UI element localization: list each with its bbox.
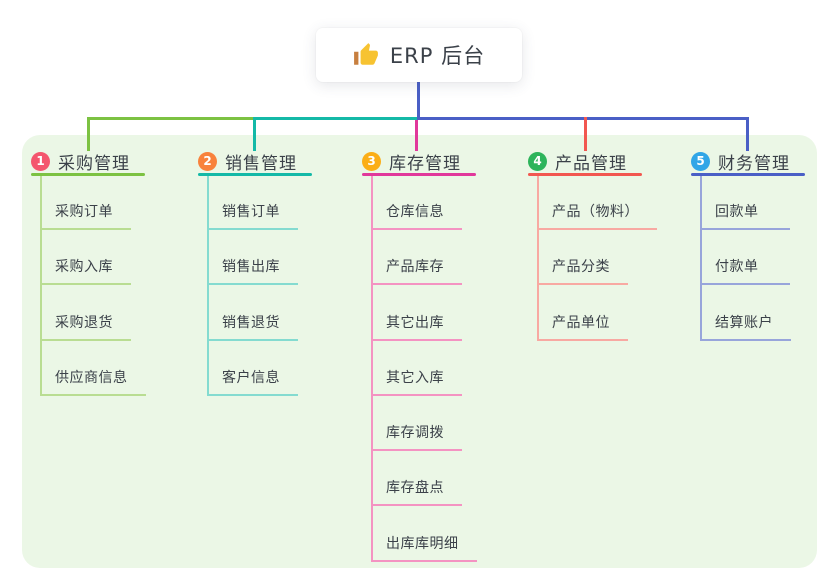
branch-label: 财务管理 <box>718 154 790 174</box>
child-node[interactable]: 结算账户 <box>700 313 791 341</box>
child-node[interactable]: 其它入库 <box>371 368 462 396</box>
branch-product: 4 产品管理 产品（物料） 产品分类 产品单位 <box>528 150 657 341</box>
child-node[interactable]: 产品单位 <box>537 313 628 341</box>
connector-drop-inventory <box>415 120 418 151</box>
branch-header-product[interactable]: 4 产品管理 <box>528 150 642 176</box>
branch-child-line <box>207 176 209 396</box>
branch-badge: 4 <box>528 152 547 171</box>
branch-underline <box>362 173 476 176</box>
child-node[interactable]: 供应商信息 <box>40 368 146 396</box>
branch-label: 产品管理 <box>555 154 627 174</box>
child-node[interactable]: 客户信息 <box>207 368 298 396</box>
child-node[interactable]: 采购订单 <box>40 202 131 230</box>
connector-drop-sales <box>253 117 256 151</box>
child-node[interactable]: 销售退货 <box>207 313 298 341</box>
branch-badge: 1 <box>31 152 50 171</box>
branch-label: 库存管理 <box>389 154 461 174</box>
branch-child-line <box>537 176 539 341</box>
root-title: ERP 后台 <box>389 44 486 68</box>
branch-child-line <box>371 176 373 562</box>
branch-underline <box>691 173 805 176</box>
root-node[interactable]: ERP 后台 <box>316 28 522 82</box>
branch-badge: 5 <box>691 152 710 171</box>
child-node[interactable]: 库存调拨 <box>371 423 462 451</box>
branches-panel <box>22 135 817 568</box>
child-node[interactable]: 采购退货 <box>40 313 131 341</box>
connector-drop-purchase <box>87 117 90 151</box>
connector-green-segment <box>87 117 255 120</box>
child-node[interactable]: 采购入库 <box>40 257 131 285</box>
branch-inventory: 3 库存管理 仓库信息 产品库存 其它出库 其它入库 库存调拨 库存盘点 出库库… <box>362 150 477 562</box>
child-node[interactable]: 销售订单 <box>207 202 298 230</box>
connector-drop-finance <box>746 117 749 151</box>
child-node[interactable]: 付款单 <box>700 257 790 285</box>
branch-header-finance[interactable]: 5 财务管理 <box>691 150 805 176</box>
child-node[interactable]: 回款单 <box>700 202 790 230</box>
branch-header-purchase[interactable]: 1 采购管理 <box>31 150 145 176</box>
child-node[interactable]: 销售出库 <box>207 257 298 285</box>
branch-badge: 2 <box>198 152 217 171</box>
child-node[interactable]: 其它出库 <box>371 313 462 341</box>
child-node[interactable]: 出库库明细 <box>371 534 477 562</box>
child-node[interactable]: 产品（物料） <box>537 202 657 230</box>
branch-badge: 3 <box>362 152 381 171</box>
branch-underline <box>528 173 642 176</box>
branch-label: 采购管理 <box>58 154 130 174</box>
branch-header-sales[interactable]: 2 销售管理 <box>198 150 312 176</box>
branch-child-line <box>40 176 42 396</box>
child-node[interactable]: 产品分类 <box>537 257 628 285</box>
branch-header-inventory[interactable]: 3 库存管理 <box>362 150 476 176</box>
child-node[interactable]: 产品库存 <box>371 257 462 285</box>
connector-teal-segment <box>254 117 418 120</box>
branch-sales: 2 销售管理 销售订单 销售出库 销售退货 客户信息 <box>198 150 312 396</box>
root-stem-line <box>417 82 420 120</box>
branch-underline <box>31 173 145 176</box>
branch-label: 销售管理 <box>225 154 297 174</box>
thumbs-up-icon <box>353 43 378 65</box>
connector-drop-product <box>584 117 587 151</box>
child-node[interactable]: 库存盘点 <box>371 478 462 506</box>
branch-finance: 5 财务管理 回款单 付款单 结算账户 <box>691 150 805 341</box>
connector-blue-segment <box>417 117 749 120</box>
branch-purchase: 1 采购管理 采购订单 采购入库 采购退货 供应商信息 <box>31 150 146 396</box>
child-node[interactable]: 仓库信息 <box>371 202 462 230</box>
branch-child-line <box>700 176 702 341</box>
branch-underline <box>198 173 312 176</box>
